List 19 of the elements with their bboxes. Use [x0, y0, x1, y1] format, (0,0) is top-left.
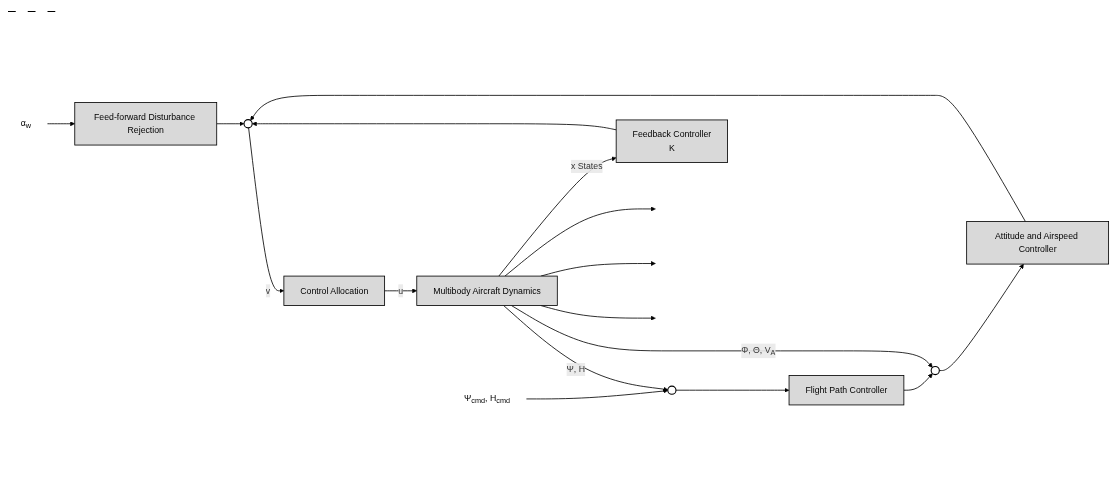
- node-text: Ψ$_{cmd}$, H$_{cmd}$: [464, 393, 511, 405]
- node-box: Control Allocation: [283, 275, 386, 307]
- node-box: Feedback Controller K: [615, 119, 728, 163]
- node-text: α$_{w}$: [20, 118, 32, 130]
- edge-label: x States: [570, 161, 603, 171]
- edge-label: v: [265, 285, 271, 296]
- node-circle: [930, 365, 940, 376]
- node-circle: [243, 119, 253, 129]
- edge-label: Ψ, H: [566, 364, 585, 374]
- node-box: Attitude and Airspeed Controller: [966, 221, 1109, 265]
- node-box: Feed-forward Disturbance Rejection: [74, 102, 218, 146]
- edge-label: Φ, Θ, V$_{A}$: [741, 345, 776, 357]
- node-circle: [667, 385, 677, 395]
- minus-sign: –: [47, 2, 56, 20]
- node-box: Flight Path Controller: [788, 375, 905, 406]
- minus-sign: –: [27, 2, 36, 20]
- edge-label: u: [398, 285, 404, 296]
- minus-sign: –: [8, 2, 16, 20]
- node-box: Multibody Aircraft Dynamics: [416, 275, 558, 307]
